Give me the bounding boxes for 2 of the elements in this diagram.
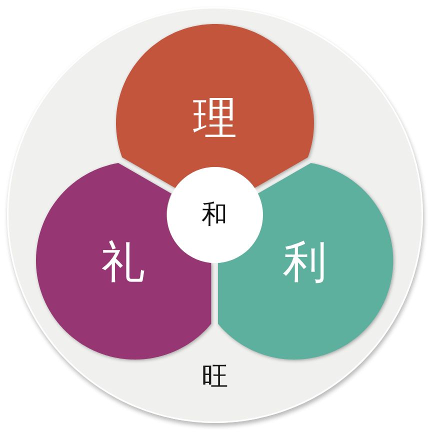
- character-label: 旺: [202, 364, 228, 390]
- petal: 理: [116, 24, 314, 188]
